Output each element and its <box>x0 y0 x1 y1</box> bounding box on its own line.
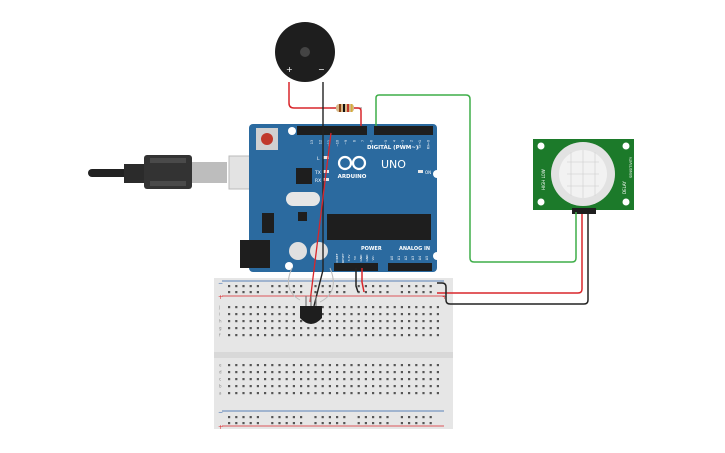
arduino-uno-board[interactable]: ARDUINO UNO DIGITAL (PWM~) ON POWER ANAL… <box>240 124 441 272</box>
row-letter: j <box>218 305 220 310</box>
buzzer-minus-label: − <box>318 65 325 74</box>
top-pin-label: ~11 <box>327 140 331 147</box>
power-pin-label: RESET <box>341 253 345 263</box>
top-pin-label: 7 <box>361 140 365 142</box>
black-pir-gnd-wire[interactable] <box>437 214 589 305</box>
red-pin-wire[interactable] <box>354 107 362 126</box>
arduino-logo-icon <box>337 155 367 171</box>
top-pin-label: ~10 <box>336 140 340 147</box>
rail-plus-label: + <box>218 294 223 301</box>
power-pin-label: IOREF <box>335 253 339 262</box>
l-led-label: L <box>317 156 320 162</box>
top-pin-label: 13 <box>310 140 314 144</box>
analog-pin-label: A3 <box>411 256 415 260</box>
on-label: ON <box>425 170 431 175</box>
analog-pin-label: A5 <box>425 256 429 260</box>
rx-label: RX <box>315 178 321 184</box>
row-letter: f <box>219 333 221 338</box>
red-diagonal-wire[interactable] <box>309 132 332 303</box>
row-letter: h <box>219 319 222 324</box>
pir-delay-label: DELAY <box>622 181 627 194</box>
arduino-model-label: UNO <box>381 158 406 171</box>
analog-pin-label: A0 <box>390 256 394 260</box>
piezo-buzzer[interactable]: + − <box>275 22 335 82</box>
top-pin-label: 2 <box>410 140 414 142</box>
red-pir-power-wire[interactable] <box>437 214 583 294</box>
arduino-brand-label: ARDUINO <box>338 174 367 180</box>
row-letter: d <box>219 370 222 375</box>
transistor[interactable] <box>300 296 322 324</box>
black-buzzer-wire[interactable] <box>313 82 324 307</box>
power-pin-label: 3.3V <box>347 254 351 262</box>
black-gnd-wire[interactable] <box>355 268 359 293</box>
power-label: POWER <box>361 246 382 252</box>
top-pin-label: 12 <box>319 140 323 144</box>
top-pin-label: ~3 <box>401 140 405 145</box>
breadboard-holes[interactable] <box>228 285 439 425</box>
row-letter: a <box>219 391 222 396</box>
analog-pin-label: A2 <box>404 256 408 260</box>
power-pin-label: 5V <box>353 255 357 260</box>
pir-sensitivity-label: SENSITIVITY <box>629 156 633 178</box>
row-letter: g <box>219 326 222 331</box>
digital-label: DIGITAL (PWM~) <box>367 145 419 151</box>
row-letter: b <box>219 384 222 389</box>
top-pin-label: RX←0 <box>427 140 431 149</box>
power-pin-label: GND <box>359 254 363 262</box>
power-pin-label: Vin <box>371 256 375 261</box>
rail-minus-label-bottom: − <box>218 409 223 416</box>
top-pin-label: ~6 <box>370 140 374 145</box>
top-pin-label: 8 <box>353 140 357 142</box>
row-letter: e <box>219 363 222 368</box>
analog-label: ANALOG IN <box>399 246 430 252</box>
green-signal-wire[interactable] <box>375 94 577 263</box>
analog-pin-label: A4 <box>418 256 422 260</box>
analog-pin-label: A1 <box>397 256 401 260</box>
row-letter: i <box>219 312 220 317</box>
reset-button[interactable] <box>261 133 273 145</box>
rail-plus-label-bottom: + <box>218 424 223 431</box>
row-letter: c <box>219 377 221 382</box>
rail-minus-label: − <box>218 280 223 287</box>
red-buzzer-wire[interactable] <box>288 82 336 109</box>
tx-label: TX <box>314 170 321 176</box>
rail-plus-label-right: + <box>442 294 447 301</box>
top-pin-label: TX→1 <box>418 140 422 150</box>
top-pin-label: ~9 <box>344 140 348 145</box>
top-pin-label: ~5 <box>384 140 388 145</box>
buzzer-plus-label: + <box>286 65 293 74</box>
power-pin-label: GND <box>365 254 369 262</box>
pir-motion-sensor[interactable]: HIGH LOW DELAY SENSITIVITY <box>533 139 634 214</box>
pir-jumper-label: HIGH LOW <box>541 169 546 190</box>
wires[interactable] <box>287 82 589 307</box>
top-pin-label: 4 <box>393 140 397 142</box>
red-5v-wire[interactable] <box>361 268 365 293</box>
